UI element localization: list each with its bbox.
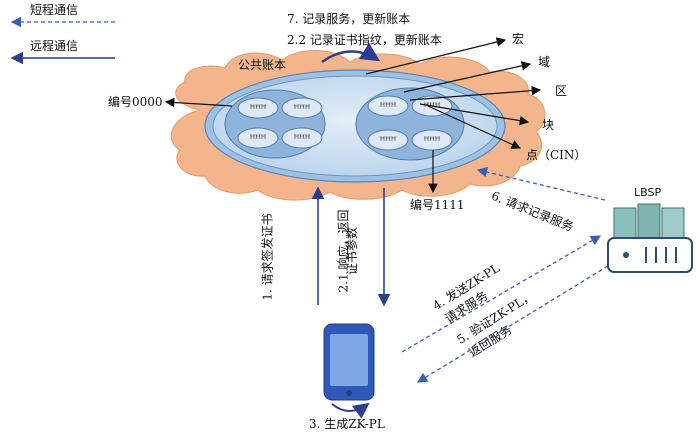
- step-7-label: 7. 记录服务，更新账本: [287, 12, 410, 26]
- svg-text:ꟸꟸꟸ: ꟸꟸꟸ: [380, 136, 397, 147]
- geo-level-domain: 域: [538, 55, 550, 69]
- step-1-label: 1. 请求签发证书: [261, 213, 275, 300]
- generate-zkpl-curve-arrow: [332, 404, 368, 411]
- svg-text:ꟸꟸꟸ: ꟸꟸꟸ: [250, 134, 267, 145]
- geo-level-macro: 宏: [512, 32, 524, 46]
- step-2-2-label: 2.2 记录证书指纹，更新账本: [287, 33, 442, 47]
- ledger-ellipse: [205, 70, 505, 182]
- svg-text:ꟸꟸꟸ: ꟸꟸꟸ: [424, 136, 441, 147]
- svg-text:ꟸꟸꟸ: ꟸꟸꟸ: [294, 104, 311, 115]
- geo-level-point: 点（CIN）: [526, 148, 586, 162]
- legend-long-label: 远程通信: [30, 39, 78, 53]
- id-0000-label: 编号0000: [108, 95, 163, 109]
- step-3-label: 3. 生成ZK-PL: [309, 417, 385, 431]
- geo-level-district: 区: [555, 84, 567, 98]
- lbsp-server: [608, 204, 692, 272]
- phone-device: [324, 324, 374, 400]
- step-2-1-label-line2: 证书参数: [345, 227, 359, 275]
- block-1111: [356, 88, 464, 160]
- id-1111-label: 编号1111: [410, 198, 465, 212]
- geo-level-block: 块: [542, 118, 554, 132]
- svg-text:ꟸꟸꟸ: ꟸꟸꟸ: [250, 104, 267, 115]
- svg-text:ꟸꟸꟸ: ꟸꟸꟸ: [294, 134, 311, 145]
- legend-short-label: 短程通信: [30, 3, 78, 17]
- ledger-title: 公共账本: [238, 58, 286, 72]
- arrow-verify-zkpl: [418, 266, 608, 382]
- svg-text:ꟸꟸꟸ: ꟸꟸꟸ: [380, 102, 397, 113]
- lbsp-label: LBSP: [634, 186, 661, 200]
